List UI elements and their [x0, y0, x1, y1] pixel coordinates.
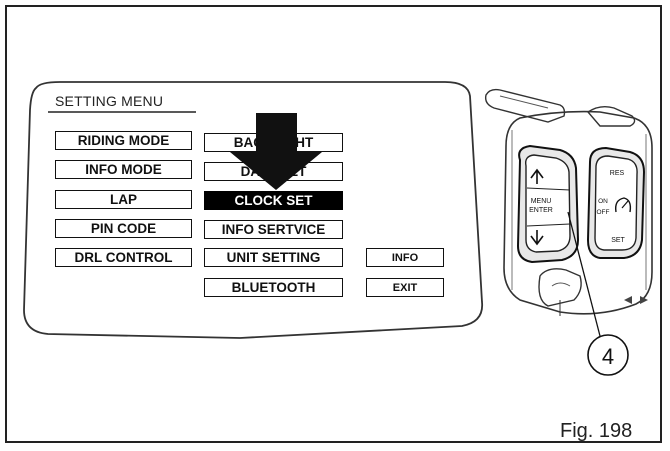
menu-item-info-service[interactable]: INFO SERTVICE	[204, 220, 343, 239]
menu-label: MENU	[531, 198, 552, 205]
menu-item-riding-mode[interactable]: RIDING MODE	[55, 131, 192, 150]
info-button[interactable]: INFO	[366, 248, 444, 267]
callout-number: 4	[602, 344, 614, 369]
off-label: OFF	[597, 209, 610, 216]
menu-item-clock-set[interactable]: CLOCK SET	[204, 191, 343, 210]
callout-circle	[587, 334, 629, 376]
menu-item-drl-control[interactable]: DRL CONTROL	[55, 248, 192, 267]
on-label: ON	[598, 198, 608, 205]
menu-item-unit-setting[interactable]: UNIT SETTING	[204, 248, 343, 267]
menu-item-pin-code[interactable]: PIN CODE	[55, 219, 192, 238]
set-label: SET	[611, 237, 625, 244]
menu-item-info-mode[interactable]: INFO MODE	[55, 160, 192, 179]
arrow-down-icon[interactable]	[530, 230, 544, 246]
cruise-icon	[614, 197, 632, 213]
enter-label: ENTER	[529, 207, 553, 214]
menu-item-bluetooth[interactable]: BLUETOOTH	[204, 278, 343, 297]
menu-title: SETTING MENU	[55, 93, 164, 109]
menu-item-lap[interactable]: LAP	[55, 190, 192, 209]
arrow-up-icon[interactable]	[530, 168, 544, 184]
res-label: RES	[610, 170, 625, 177]
exit-button[interactable]: EXIT	[366, 278, 444, 297]
figure-label: Fig. 198	[560, 420, 633, 442]
